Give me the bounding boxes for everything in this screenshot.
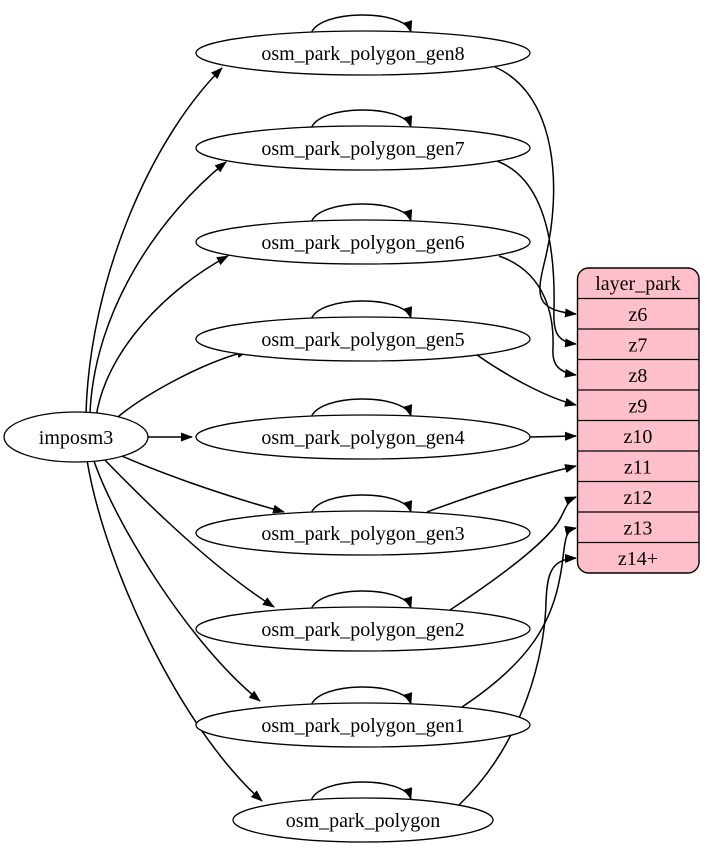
node-osm-park-polygon: osm_park_polygon: [232, 797, 494, 843]
edge-osm-park-polygon-gen3-to-z11: [426, 464, 577, 513]
layer-park-row-z6: z6: [629, 304, 648, 326]
edge-osm-park-polygon-gen8-to-z6: [494, 66, 577, 318]
osm-park-polygon-gen4-label: osm_park_polygon_gen4: [261, 427, 464, 449]
edge-imposm3-to-osm-park-polygon-gen8: [85, 67, 223, 414]
osm-park-polygon-gen8-ellipse: [195, 30, 531, 76]
layer-park-row-z8: z8: [629, 365, 648, 387]
layer-park-row-z12: z12: [624, 487, 653, 509]
osm-park-polygon-gen1-ellipse: [195, 702, 531, 748]
self-loop-osm-park-polygon-gen2: [310, 590, 413, 611]
osm-park-polygon-gen3-label: osm_park_polygon_gen3: [261, 523, 464, 545]
edges-to-layer-park: [426, 66, 577, 806]
osm-park-polygon-gen4-ellipse: [195, 414, 531, 460]
layer-park-row-z11: z11: [624, 457, 652, 479]
layer-park-row-z13: z13: [624, 518, 653, 540]
node-layer-park: layer_park z6 z7 z8 z9 z10 z11 z12 z13 z…: [576, 267, 700, 574]
edge-imposm3-to-osm-park-polygon-gen3: [112, 451, 285, 514]
node-osm-park-polygon-gen2: osm_park_polygon_gen2: [195, 606, 531, 652]
layer-park-row-z7: z7: [629, 335, 648, 357]
osm-park-polygon-gen2-label: osm_park_polygon_gen2: [261, 619, 464, 641]
edge-osm-park-polygon-gen5-to-z9: [476, 354, 577, 407]
node-osm-park-polygon-gen6: osm_park_polygon_gen6: [195, 219, 531, 265]
self-loop-osm-park-polygon-gen1: [310, 686, 413, 707]
layer-park-row-z14: z14+: [618, 548, 658, 570]
edge-osm-park-polygon-gen6-to-z8: [498, 255, 577, 378]
node-osm-park-polygon-gen3: osm_park_polygon_gen3: [195, 510, 531, 556]
layer-park-title: layer_park: [595, 273, 681, 295]
self-loop-osm-park-polygon-gen8: [310, 14, 413, 35]
node-osm-park-polygon-gen8: osm_park_polygon_gen8: [195, 30, 531, 76]
osm-park-polygon-gen3-ellipse: [195, 510, 531, 556]
osm-park-polygon-gen2-ellipse: [195, 606, 531, 652]
node-imposm3: imposm3: [3, 411, 149, 463]
layer-park-row-z10: z10: [624, 426, 653, 448]
osm-park-polygon-gen7-ellipse: [195, 125, 531, 171]
node-osm-park-polygon-gen7: osm_park_polygon_gen7: [195, 125, 531, 171]
imposm3-ellipse: [3, 411, 149, 463]
osm-park-polygon-ellipse: [232, 797, 494, 843]
self-loop-osm-park-polygon-gen5: [310, 300, 413, 321]
osm-park-polygon-gen6-label: osm_park_polygon_gen6: [261, 232, 464, 254]
self-loop-osm-park-polygon-gen6: [310, 203, 413, 224]
edge-imposm3-to-osm-park-polygon-gen7: [89, 161, 227, 415]
self-loop-osm-park-polygon: [310, 781, 413, 802]
osm-park-polygon-gen7-label: osm_park_polygon_gen7: [261, 138, 464, 160]
node-osm-park-polygon-gen1: osm_park_polygon_gen1: [195, 702, 531, 748]
edge-imposm3-to-osm-park-polygon: [86, 459, 263, 802]
self-loop-edges: [310, 14, 413, 802]
self-loop-osm-park-polygon-gen4: [310, 398, 413, 419]
osm-park-polygon-gen5-ellipse: [195, 316, 531, 362]
osm-park-polygon-gen1-label: osm_park_polygon_gen1: [261, 715, 464, 737]
osm-park-polygon-gen5-label: osm_park_polygon_gen5: [261, 329, 464, 351]
layer-park-row-z9: z9: [629, 396, 648, 418]
node-osm-park-polygon-gen5: osm_park_polygon_gen5: [195, 316, 531, 362]
edge-osm-park-polygon-to-z14: [458, 553, 577, 806]
edge-osm-park-polygon-gen7-to-z7: [496, 160, 577, 348]
self-loop-osm-park-polygon-gen3: [310, 494, 413, 515]
edge-imposm3-to-osm-park-polygon-gen5: [110, 349, 249, 424]
imposm3-label: imposm3: [39, 427, 113, 449]
osm-park-polygon-gen8-label: osm_park_polygon_gen8: [261, 43, 464, 65]
edge-osm-park-polygon-gen1-to-z13: [461, 525, 577, 708]
node-osm-park-polygon-gen4: osm_park_polygon_gen4: [195, 414, 531, 460]
edge-osm-park-polygon-gen4-to-z10: [529, 431, 577, 441]
osm-park-polygon-label: osm_park_polygon: [286, 810, 440, 832]
edge-imposm3-to-osm-park-polygon-gen2: [100, 455, 275, 608]
edge-imposm3-to-osm-park-polygon-gen1: [92, 457, 261, 702]
edge-imposm3-to-osm-park-polygon-gen6: [95, 255, 229, 418]
osm-park-polygon-gen6-ellipse: [195, 219, 531, 265]
edge-osm-park-polygon-gen2-to-z12: [449, 496, 577, 611]
self-loop-osm-park-polygon-gen7: [310, 109, 413, 130]
edges-from-imposm3: [85, 67, 285, 802]
